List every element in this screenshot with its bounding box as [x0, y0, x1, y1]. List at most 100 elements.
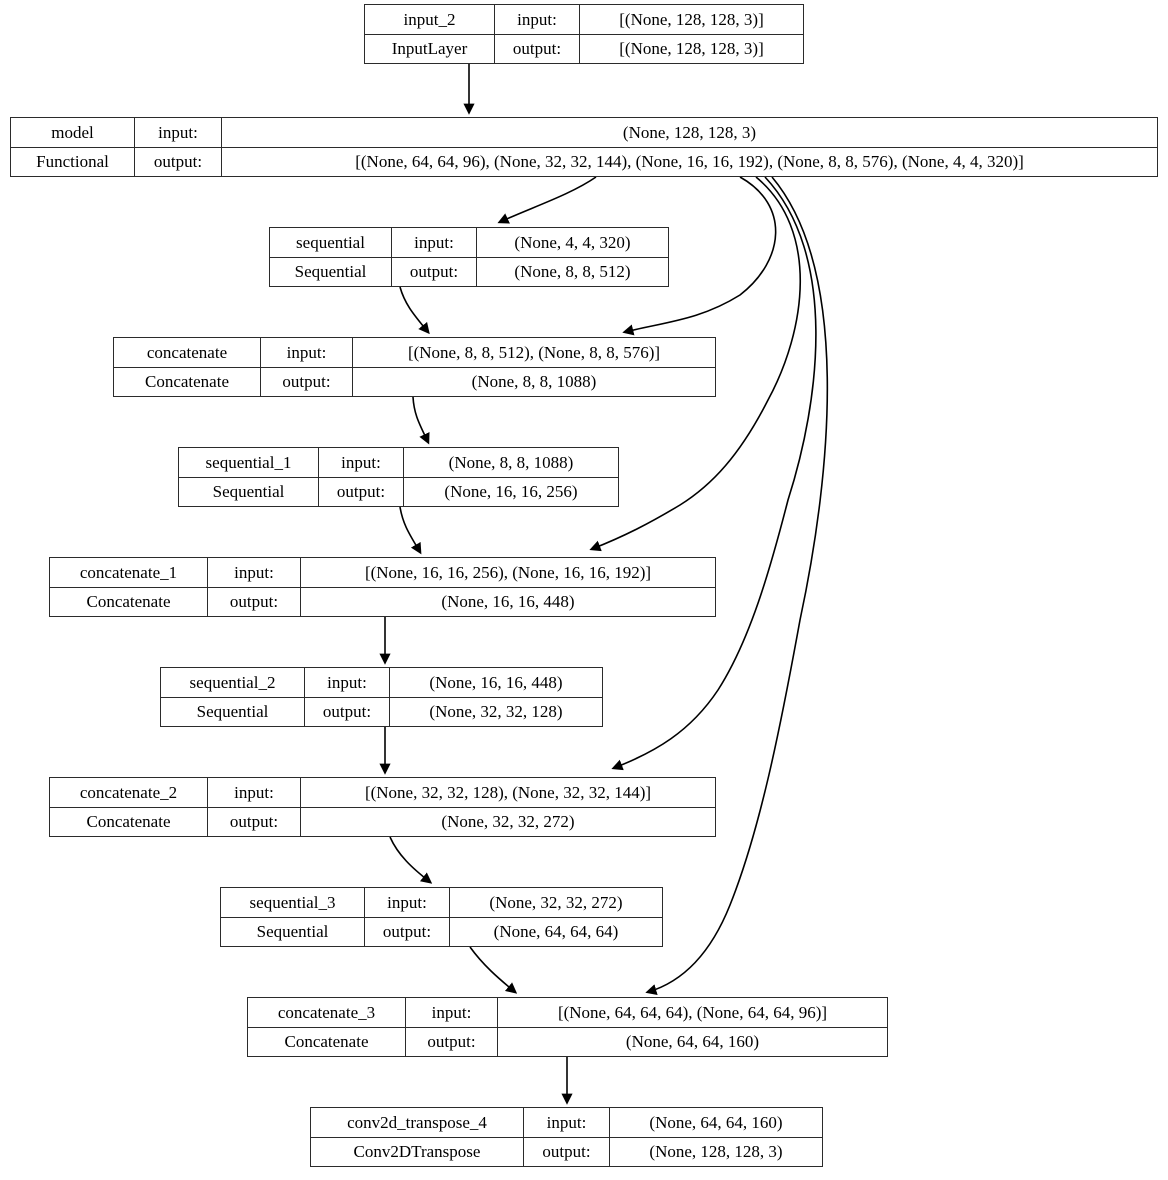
node-layer-name: concatenate	[114, 338, 261, 367]
node-output-shape: (None, 32, 32, 272)	[441, 812, 575, 832]
node-layer-name: concatenate_3	[248, 998, 406, 1027]
node-output-label: output:	[208, 587, 301, 616]
node-output-label: output:	[319, 477, 404, 506]
node-output-label: output:	[261, 367, 353, 396]
node-input-label: input:	[524, 1108, 610, 1137]
node-layer-type: Concatenate	[248, 1027, 406, 1056]
node-input-shape: (None, 8, 8, 1088)	[448, 452, 574, 472]
node-layer-type: Sequential	[270, 257, 392, 286]
node-layer-type: Sequential	[179, 477, 319, 506]
node-output-shape: (None, 64, 64, 64)	[493, 922, 619, 942]
node-layer-type: Functional	[11, 147, 135, 176]
node-output-shape: [(None, 128, 128, 3)]	[619, 39, 764, 59]
node-input-shape: [(None, 32, 32, 128), (None, 32, 32, 144…	[364, 782, 652, 802]
node-output-label: output:	[495, 34, 580, 63]
edge-sequential-concatenate	[399, 286, 430, 335]
node-layer-name: concatenate_1	[50, 558, 208, 587]
node-input-shape: (None, 4, 4, 320)	[514, 232, 631, 252]
node-layer-name: input_2	[365, 5, 495, 34]
node-input-label: input:	[305, 668, 390, 697]
node-input-label: input:	[406, 998, 498, 1027]
edge-model-sequential	[497, 176, 597, 224]
node-layer-type: Concatenate	[50, 807, 208, 836]
node-output-label: output:	[392, 257, 477, 286]
node-input-shape: [(None, 128, 128, 3)]	[619, 9, 764, 29]
node-output-label: output:	[305, 697, 390, 726]
node-layer-name: sequential	[270, 228, 392, 257]
node-input-shape: [(None, 16, 16, 256), (None, 16, 16, 192…	[364, 562, 652, 582]
node-input-shape: [(None, 64, 64, 64), (None, 64, 64, 96)]	[557, 1002, 828, 1022]
node-input-label: input:	[495, 5, 580, 34]
node-layer-name: sequential_2	[161, 668, 305, 697]
node-layer-name: sequential_3	[221, 888, 365, 917]
node-output-shape: (None, 16, 16, 448)	[441, 592, 575, 612]
node-layer-name: model	[11, 118, 135, 147]
node-layer-name: concatenate_2	[50, 778, 208, 807]
node-output-shape: (None, 64, 64, 160)	[625, 1032, 760, 1052]
node-input-shape: (None, 64, 64, 160)	[649, 1112, 783, 1132]
node-output-label: output:	[365, 917, 450, 946]
node-output-shape: (None, 8, 8, 512)	[514, 262, 631, 282]
node-input-label: input:	[319, 448, 404, 477]
node-input-label: input:	[392, 228, 477, 257]
node-layer-name: conv2d_transpose_4	[311, 1108, 524, 1137]
node-output-label: output:	[406, 1027, 498, 1056]
node-output-shape: (None, 32, 32, 128)	[429, 702, 563, 722]
node-layer-type: Sequential	[161, 697, 305, 726]
node-input-label: input:	[135, 118, 222, 147]
node-output-label: output:	[135, 147, 222, 176]
edge-concatenate2-sequential3	[389, 836, 433, 884]
node-input-label: input:	[208, 778, 301, 807]
node-input-label: input:	[208, 558, 301, 587]
node-layer-type: Sequential	[221, 917, 365, 946]
node-input-label: input:	[261, 338, 353, 367]
edge-sequential1-concatenate1	[399, 506, 422, 555]
node-output-shape: [(None, 64, 64, 96), (None, 32, 32, 144)…	[355, 152, 1024, 172]
node-layer-type: Concatenate	[114, 367, 261, 396]
node-output-shape: (None, 128, 128, 3)	[649, 1142, 783, 1162]
node-output-label: output:	[524, 1137, 610, 1166]
node-layer-name: sequential_1	[179, 448, 319, 477]
node-input-shape: (None, 32, 32, 272)	[489, 892, 623, 912]
edge-sequential3-concatenate3	[469, 946, 518, 994]
node-input-shape: (None, 128, 128, 3)	[622, 122, 757, 142]
node-input-shape: (None, 16, 16, 448)	[429, 672, 563, 692]
node-input-shape: [(None, 8, 8, 512), (None, 8, 8, 576)]	[407, 342, 661, 362]
node-layer-type: InputLayer	[365, 34, 495, 63]
node-input-label: input:	[365, 888, 450, 917]
node-output-shape: (None, 16, 16, 256)	[444, 482, 578, 502]
